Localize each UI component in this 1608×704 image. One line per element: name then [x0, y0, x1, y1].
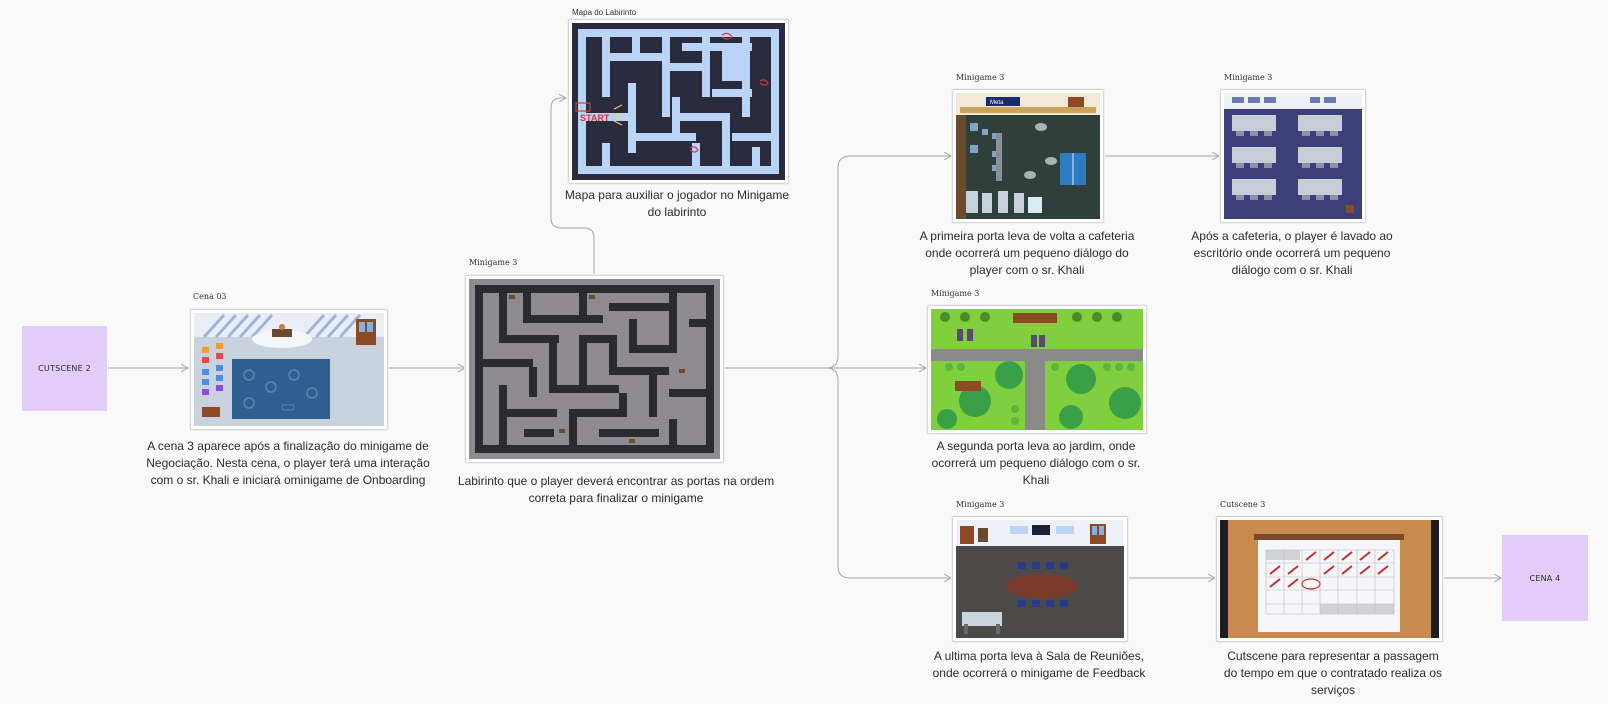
labirinto-maze-image: [469, 279, 720, 459]
caption-mapa: Mapa para auxiliar o jogador no Minigame…: [564, 188, 790, 219]
jardim-scene-image: [931, 309, 1143, 430]
mapa-start-text: START: [580, 113, 610, 123]
frame-labirinto[interactable]: [465, 275, 724, 463]
caption-escritorio: Após a cafeteria, o player é lavado ao e…: [1191, 229, 1393, 277]
frame-label-cutscene3: Cutscene 3: [1220, 500, 1266, 509]
frame-mapa[interactable]: START: [568, 19, 789, 184]
reunioes-scene-image: [956, 520, 1124, 638]
escritorio-scene-image: [1224, 93, 1362, 219]
frame-label-mapa: Mapa do Labirinto: [572, 8, 637, 17]
cafeteria-scene-image: Meta: [956, 93, 1100, 219]
connector-branch-reunioes: [825, 367, 951, 578]
caption-cutscene3: Cutscene para representar a passagem do …: [1223, 649, 1443, 697]
frame-label-escritorio: Minigame 3: [1224, 73, 1273, 82]
mapa-maze-sketch: START: [572, 23, 785, 180]
caption-reunioes: A ultima porta leva à Sala de Reuniões, …: [932, 649, 1146, 680]
frame-label-jardim: Minigame 3: [931, 289, 980, 298]
frame-label-cena03: Cena 03: [193, 292, 227, 301]
frame-reunioes[interactable]: [952, 516, 1128, 642]
sticky-cena-4[interactable]: CENA 4: [1502, 535, 1588, 621]
frame-cena03[interactable]: [190, 309, 388, 430]
cutscene3-calendar-image: [1220, 520, 1439, 638]
cena03-scene-image: [194, 313, 384, 426]
frame-label-cafeteria: Minigame 3: [956, 73, 1005, 82]
caption-cena03: A cena 3 aparece após a finalização do m…: [146, 439, 430, 487]
caption-labirinto: Labirinto que o player deverá encontrar …: [457, 474, 775, 505]
sticky-cutscene-2[interactable]: CUTSCENE 2: [22, 326, 107, 411]
frame-label-labirinto: Minigame 3: [469, 258, 518, 267]
frame-cutscene3[interactable]: [1216, 516, 1443, 642]
frame-cafeteria[interactable]: Meta: [952, 89, 1104, 223]
connector-branch-cafeteria: [825, 156, 951, 369]
caption-cafeteria: A primeira porta leva de volta a cafeter…: [919, 229, 1135, 277]
frame-escritorio[interactable]: [1220, 89, 1366, 223]
cafeteria-sign-text: Meta: [990, 100, 1004, 106]
frame-label-reunioes: Minigame 3: [956, 500, 1005, 509]
frame-jardim[interactable]: [927, 305, 1147, 434]
connector-labirinto-mapa: [550, 98, 595, 274]
caption-jardim: A segunda porta leva ao jardim, onde oco…: [931, 439, 1141, 487]
